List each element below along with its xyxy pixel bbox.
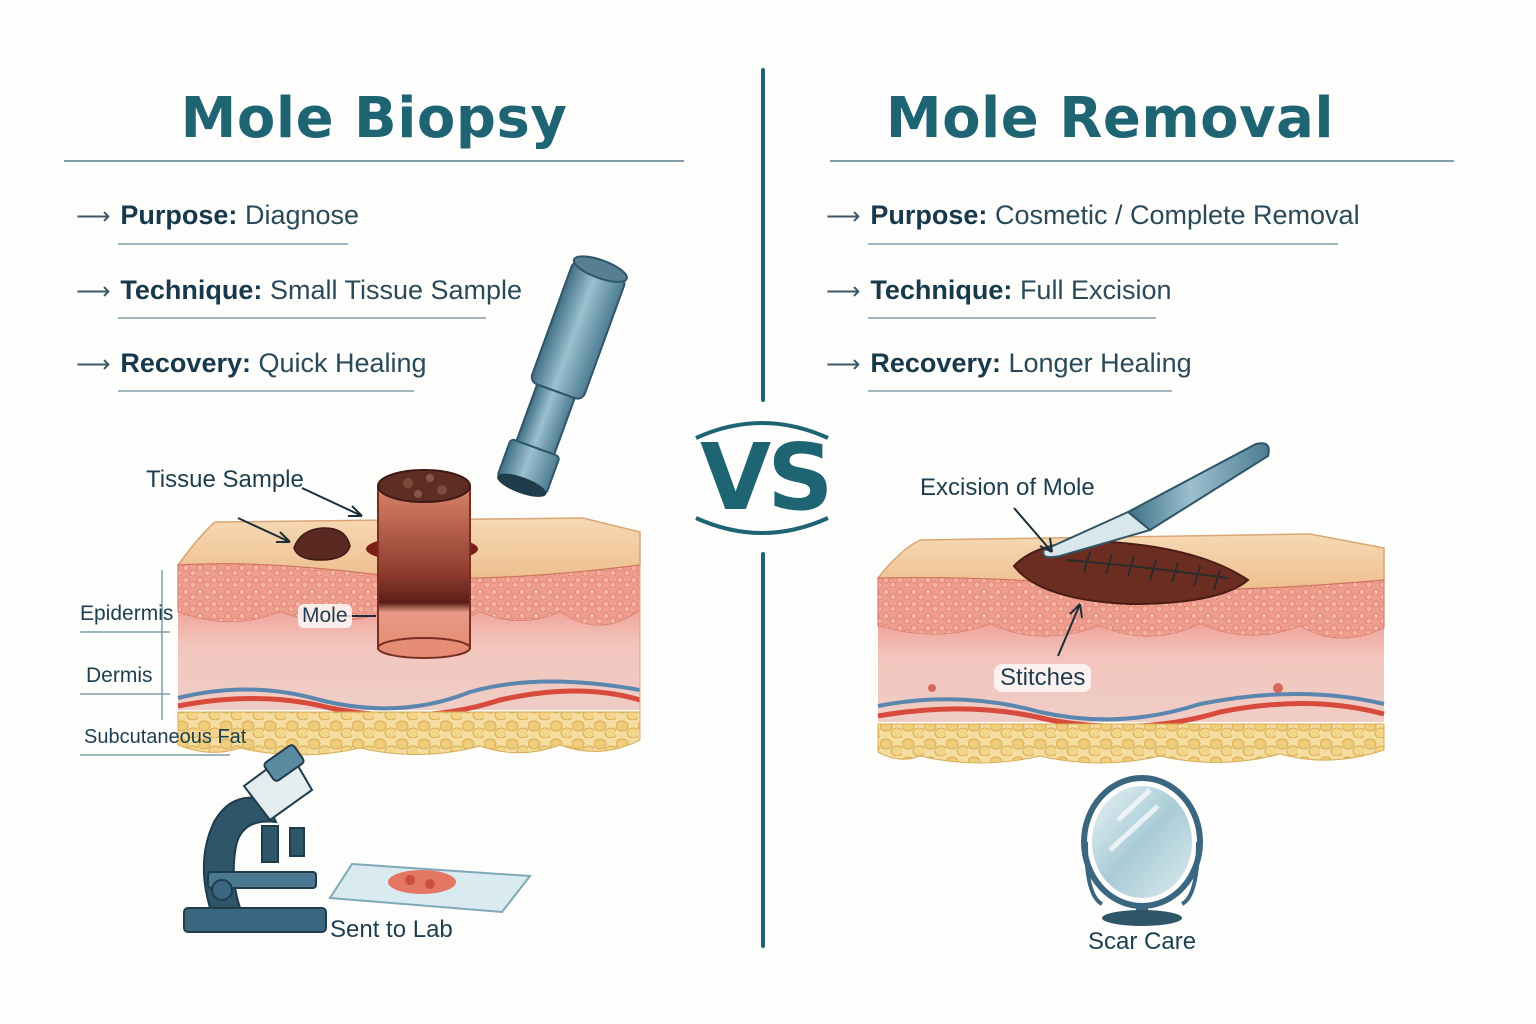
center-divider-bottom xyxy=(761,552,765,948)
biopsy-technique-underline xyxy=(118,317,486,319)
glass-slide-icon xyxy=(328,862,532,914)
removal-technique: ⟶Technique: Full Excision xyxy=(826,275,1172,305)
removal-skin-block xyxy=(876,533,1385,764)
biopsy-technique: ⟶Technique: Small Tissue Sample xyxy=(76,275,523,305)
removal-title-rule xyxy=(830,160,1454,162)
biopsy-purpose: ⟶Purpose: Diagnose xyxy=(76,200,360,230)
microscope-icon xyxy=(183,744,327,933)
removal-purpose: ⟶Purpose: Cosmetic / Complete Removal xyxy=(826,200,1360,230)
stitches-label: Stitches xyxy=(994,664,1092,692)
tissue-sample-label: Tissue Sample xyxy=(146,466,304,493)
tissue-core xyxy=(377,469,471,659)
removal-technique-underline xyxy=(868,317,1156,319)
arrow-right-icon: ⟶ xyxy=(76,350,111,378)
removal-purpose-underline xyxy=(868,243,1338,245)
removal-recovery: ⟶Recovery: Longer Healing xyxy=(826,348,1192,378)
biopsy-recovery-underline xyxy=(118,390,414,392)
biopsy-recovery: ⟶Recovery: Quick Healing xyxy=(76,348,427,378)
biopsy-punch-icon xyxy=(497,255,628,497)
hand-mirror-icon xyxy=(1081,775,1203,926)
surface-mole xyxy=(293,527,351,561)
vs-label: VS xyxy=(700,424,833,531)
arrow-right-icon: ⟶ xyxy=(826,277,861,305)
tissue-sample-arrows xyxy=(237,487,376,617)
biopsy-title-rule xyxy=(64,160,684,162)
arrow-right-icon: ⟶ xyxy=(826,350,861,378)
biopsy-purpose-underline xyxy=(118,243,348,245)
sent-to-lab-label: Sent to Lab xyxy=(330,916,453,943)
removal-recovery-underline xyxy=(868,390,1172,392)
excision-label: Excision of Mole xyxy=(920,474,1095,501)
layer-fat-label: Subcutaneous Fat xyxy=(84,726,247,748)
arrow-right-icon: ⟶ xyxy=(76,202,111,230)
layer-dermis-label: Dermis xyxy=(86,664,153,687)
excision-arrows xyxy=(1013,507,1083,657)
removal-title: Mole Removal xyxy=(885,86,1335,151)
arrow-right-icon: ⟶ xyxy=(76,277,111,305)
scar-care-label: Scar Care xyxy=(1088,928,1197,955)
layer-epidermis-label: Epidermis xyxy=(80,602,174,625)
scalpel-icon xyxy=(1042,442,1270,559)
center-divider-top xyxy=(761,68,765,402)
layer-bracket xyxy=(80,570,230,756)
biopsy-title: Mole Biopsy xyxy=(180,86,568,151)
mole-label: Mole xyxy=(298,604,352,628)
arrow-right-icon: ⟶ xyxy=(826,202,861,230)
